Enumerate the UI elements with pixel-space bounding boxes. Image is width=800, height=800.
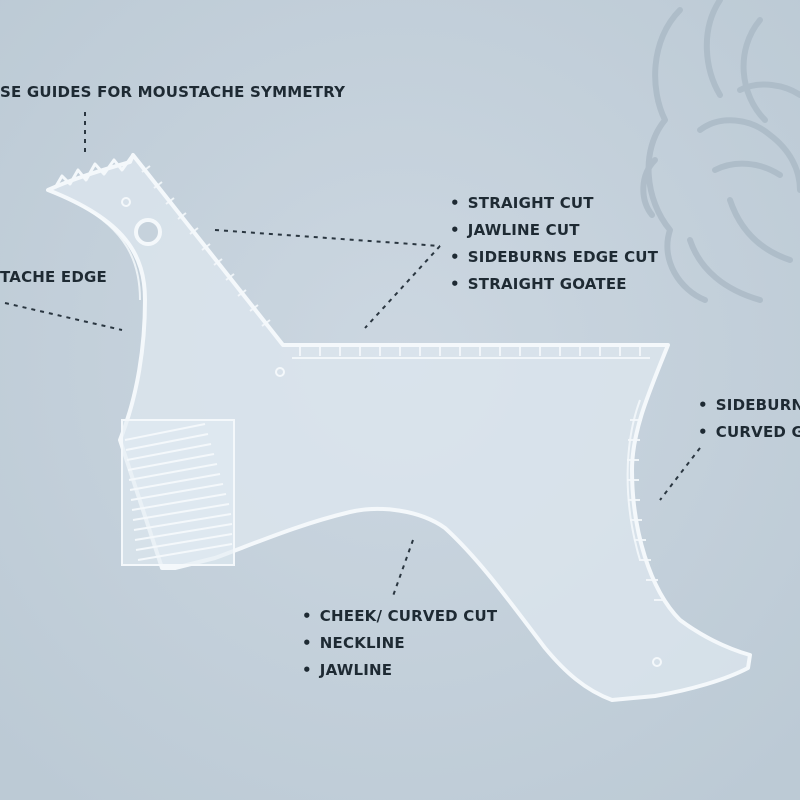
callout-item: STRAIGHT GOATEE [450, 271, 658, 298]
leader-right [659, 447, 701, 501]
leader-moustache-edge [4, 302, 123, 331]
tool-hole [134, 218, 162, 246]
tool-small-hole-3 [652, 657, 662, 667]
callout-item: JAWLINE CUT [450, 217, 658, 244]
callout-right: SIDEBURNS CURVED GO [698, 392, 800, 446]
tool-small-hole [121, 197, 131, 207]
leader-lines [4, 112, 701, 597]
tool-body [46, 153, 752, 702]
tool-ruler-horizontal [299, 346, 641, 356]
leader-top-right [214, 229, 441, 247]
callout-item: JAWLINE [302, 657, 497, 684]
callout-top-guides: SE GUIDES FOR MOUSTACHE SYMMETRY [0, 82, 345, 102]
callout-top-right: STRAIGHT CUT JAWLINE CUT SIDEBURNS EDGE … [450, 190, 658, 298]
tool-ruler-diagonal [141, 165, 271, 327]
callout-item: NECKLINE [302, 630, 497, 657]
callout-item: CURVED GO [698, 419, 800, 446]
callout-top-guides-text: SE GUIDES FOR MOUSTACHE SYMMETRY [0, 83, 346, 101]
callout-item: STRAIGHT CUT [450, 190, 658, 217]
callout-bottom: CHEEK/ CURVED CUT NECKLINE JAWLINE [302, 603, 497, 684]
tool-small-hole-2 [275, 367, 285, 377]
callout-moustache-edge-text: TACHE EDGE [0, 268, 107, 286]
lion-head-icon [640, 0, 800, 303]
tool-serrated-top [53, 155, 134, 189]
tool-ruler-right [627, 419, 666, 601]
leader-bottom [392, 539, 414, 597]
callout-moustache-edge: TACHE EDGE [0, 267, 107, 287]
beard-shaping-tool [46, 153, 752, 702]
tool-comb [121, 419, 235, 566]
callout-item: CHEEK/ CURVED CUT [302, 603, 497, 630]
leader-top-right-b [364, 245, 441, 329]
callout-item: SIDEBURNS EDGE CUT [450, 244, 658, 271]
callout-item: SIDEBURNS [698, 392, 800, 419]
